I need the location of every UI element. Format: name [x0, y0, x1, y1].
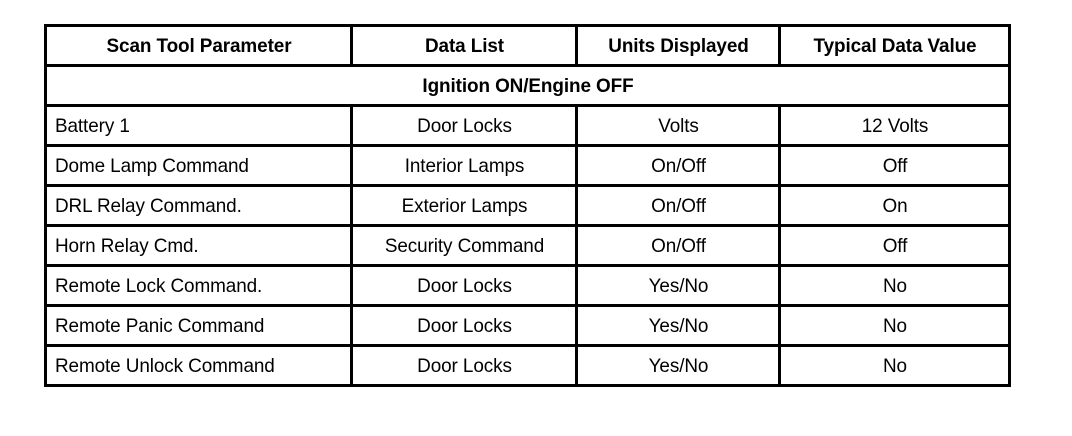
cell-typical-value: On	[781, 184, 1008, 227]
cell-units: Yes/No	[578, 264, 778, 307]
cell-typical-value: No	[781, 304, 1008, 347]
cell-parameter: Remote Unlock Command	[48, 344, 349, 387]
cell-units: On/Off	[578, 144, 778, 187]
table-row: Remote Panic Command Door Locks Yes/No N…	[46, 304, 1010, 347]
column-header-scan-tool-parameter: Scan Tool Parameter	[48, 24, 349, 67]
column-header-units-displayed: Units Displayed	[578, 24, 778, 67]
cell-parameter: Horn Relay Cmd.	[48, 224, 349, 267]
cell-units: Yes/No	[578, 344, 778, 387]
cell-typical-value: No	[781, 264, 1008, 307]
table-section-row: Ignition ON/Engine OFF	[46, 64, 1010, 107]
cell-data-list: Exterior Lamps	[353, 184, 575, 227]
table-row: Remote Lock Command. Door Locks Yes/No N…	[46, 264, 1010, 307]
cell-typical-value: Off	[781, 144, 1008, 187]
cell-units: On/Off	[578, 184, 778, 227]
cell-data-list: Security Command	[353, 224, 575, 267]
cell-units: On/Off	[578, 224, 778, 267]
scan-tool-table-container: Scan Tool Parameter Data List Units Disp…	[44, 24, 1011, 387]
cell-units: Yes/No	[578, 304, 778, 347]
cell-typical-value: 12 Volts	[781, 104, 1008, 147]
table-body: Scan Tool Parameter Data List Units Disp…	[46, 24, 1010, 387]
scan-tool-parameter-table: Scan Tool Parameter Data List Units Disp…	[44, 24, 1011, 387]
cell-data-list: Door Locks	[353, 344, 575, 387]
cell-typical-value: No	[781, 344, 1008, 387]
cell-units: Volts	[578, 104, 778, 147]
table-row: Battery 1 Door Locks Volts 12 Volts	[46, 104, 1010, 147]
cell-parameter: Remote Lock Command.	[48, 264, 349, 307]
cell-data-list: Door Locks	[353, 104, 575, 147]
table-row: DRL Relay Command. Exterior Lamps On/Off…	[46, 184, 1010, 227]
column-header-typical-data-value: Typical Data Value	[781, 24, 1008, 67]
cell-parameter: DRL Relay Command.	[48, 184, 349, 227]
cell-data-list: Door Locks	[353, 264, 575, 307]
table-header-row: Scan Tool Parameter Data List Units Disp…	[46, 24, 1010, 67]
table-row: Dome Lamp Command Interior Lamps On/Off …	[46, 144, 1010, 187]
table-row: Remote Unlock Command Door Locks Yes/No …	[46, 344, 1010, 387]
cell-parameter: Remote Panic Command	[48, 304, 349, 347]
table-row: Horn Relay Cmd. Security Command On/Off …	[46, 224, 1010, 267]
cell-data-list: Door Locks	[353, 304, 575, 347]
column-header-data-list: Data List	[353, 24, 575, 67]
cell-parameter: Battery 1	[48, 104, 349, 147]
section-title-ignition-on-engine-off: Ignition ON/Engine OFF	[58, 64, 997, 107]
cell-data-list: Interior Lamps	[353, 144, 575, 187]
cell-parameter: Dome Lamp Command	[48, 144, 349, 187]
cell-typical-value: Off	[781, 224, 1008, 267]
